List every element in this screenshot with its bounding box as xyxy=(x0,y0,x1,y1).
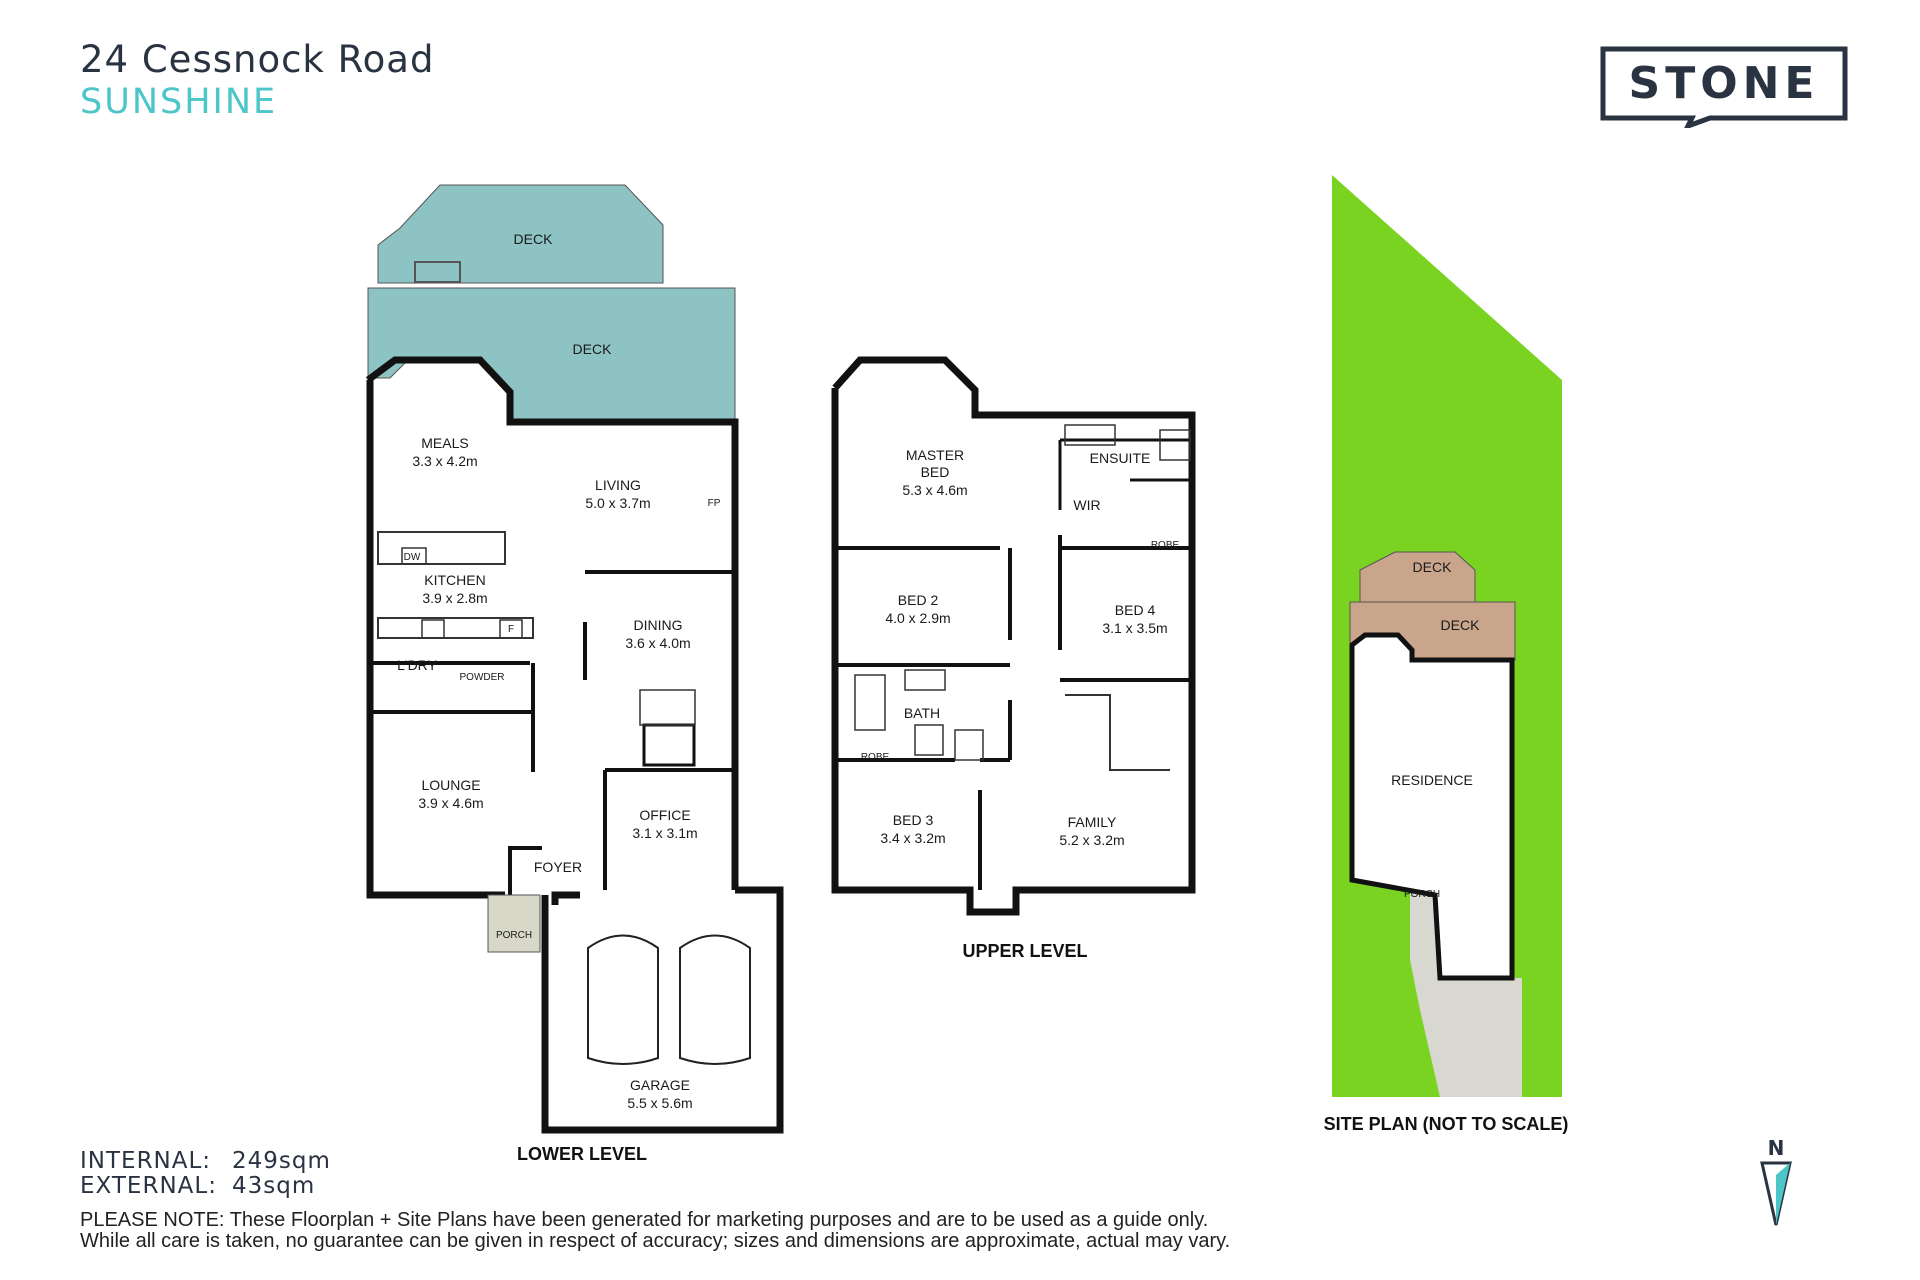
north-label: N xyxy=(1768,1136,1785,1160)
logo-text: STONE xyxy=(1629,58,1820,109)
living-label: LIVING xyxy=(595,477,641,493)
bed2-dimensions: 4.0 x 2.9m xyxy=(885,610,950,626)
kitchen-dimensions: 3.9 x 2.8m xyxy=(422,590,487,606)
internal-area-row: INTERNAL: 249sqm xyxy=(80,1148,331,1174)
site-plan: DECK DECK RESIDENCE PORCH SITE PLAN (NOT… xyxy=(1324,175,1569,1134)
site-porch-label: PORCH xyxy=(1404,889,1440,900)
meals-label: MEALS xyxy=(421,435,468,451)
laundry-label: L'DRY xyxy=(397,657,437,673)
wir-label: WIR xyxy=(1073,497,1100,513)
lower-level-plan: DECK DECK MEALS 3.3 x 4.2m LIVING 5.0 x … xyxy=(365,184,784,1164)
deck-main-label: DECK xyxy=(573,341,613,357)
master-dimensions: 5.3 x 4.6m xyxy=(902,482,967,498)
residence-label: RESIDENCE xyxy=(1391,772,1473,788)
bed4-label: BED 4 xyxy=(1115,602,1156,618)
internal-area-value: 249sqm xyxy=(232,1148,331,1174)
lounge-dimensions: 3.9 x 4.6m xyxy=(418,795,483,811)
bed2-label: BED 2 xyxy=(898,592,939,608)
robe-master-label: ROBE xyxy=(1151,540,1180,551)
family-dimensions: 5.2 x 3.2m xyxy=(1059,832,1124,848)
dishwasher-label: DW xyxy=(404,552,421,563)
master-bed-label: BED xyxy=(921,464,950,480)
ensuite-label: ENSUITE xyxy=(1090,450,1151,466)
robe-bath-label: ROBE xyxy=(861,752,890,763)
office-dimensions: 3.1 x 3.1m xyxy=(632,825,697,841)
residence-footprint xyxy=(1349,632,1515,981)
disclaimer-note: PLEASE NOTE: These Floorplan + Site Plan… xyxy=(80,1210,1580,1252)
external-area-row: EXTERNAL: 43sqm xyxy=(80,1173,315,1199)
deck-top-label: DECK xyxy=(514,231,554,247)
internal-area-label: INTERNAL: xyxy=(80,1148,212,1174)
site-plan-title: SITE PLAN (NOT TO SCALE) xyxy=(1324,1114,1569,1134)
bed3-dimensions: 3.4 x 3.2m xyxy=(880,830,945,846)
office-label: OFFICE xyxy=(639,807,690,823)
family-label: FAMILY xyxy=(1068,814,1117,830)
bath-label: BATH xyxy=(904,705,940,721)
deck-main-area xyxy=(367,287,736,421)
car-icons xyxy=(587,934,751,1065)
meals-dimensions: 3.3 x 4.2m xyxy=(412,453,477,469)
master-label: MASTER xyxy=(906,447,964,463)
dining-dimensions: 3.6 x 4.0m xyxy=(625,635,690,651)
garage-dimensions: 5.5 x 5.6m xyxy=(627,1095,692,1111)
upper-level-title: UPPER LEVEL xyxy=(962,941,1087,961)
powder-label: POWDER xyxy=(460,672,505,683)
fireplace-label: FP xyxy=(708,498,721,509)
lounge-label: LOUNGE xyxy=(421,777,480,793)
external-area-value: 43sqm xyxy=(232,1173,316,1199)
lower-level-title: LOWER LEVEL xyxy=(517,1144,647,1164)
site-deck-lower-label: DECK xyxy=(1441,617,1481,633)
deck-top-area xyxy=(377,184,664,284)
external-area-label: EXTERNAL: xyxy=(80,1173,217,1199)
upper-level-plan: MASTER BED 5.3 x 4.6m ENSUITE WIR ROBE B… xyxy=(831,356,1196,961)
property-suburb: SUNSHINE xyxy=(80,82,278,122)
disclaimer-line-2: While all care is taken, no guarantee ca… xyxy=(80,1230,1231,1252)
foyer-label: FOYER xyxy=(534,859,582,875)
bed4-dimensions: 3.1 x 3.5m xyxy=(1102,620,1167,636)
garage-label: GARAGE xyxy=(630,1077,690,1093)
disclaimer-line-1: PLEASE NOTE: These Floorplan + Site Plan… xyxy=(80,1209,1209,1231)
property-address: 24 Cessnock Road xyxy=(80,38,435,81)
fridge-label: F xyxy=(508,624,514,635)
bed3-label: BED 3 xyxy=(893,812,934,828)
kitchen-label: KITCHEN xyxy=(424,572,485,588)
dining-label: DINING xyxy=(634,617,683,633)
living-dimensions: 5.0 x 3.7m xyxy=(585,495,650,511)
stone-logo: STONE xyxy=(1600,46,1848,128)
site-deck-upper-label: DECK xyxy=(1413,559,1453,575)
compass: N xyxy=(1760,1136,1792,1226)
porch-label: PORCH xyxy=(496,930,532,941)
